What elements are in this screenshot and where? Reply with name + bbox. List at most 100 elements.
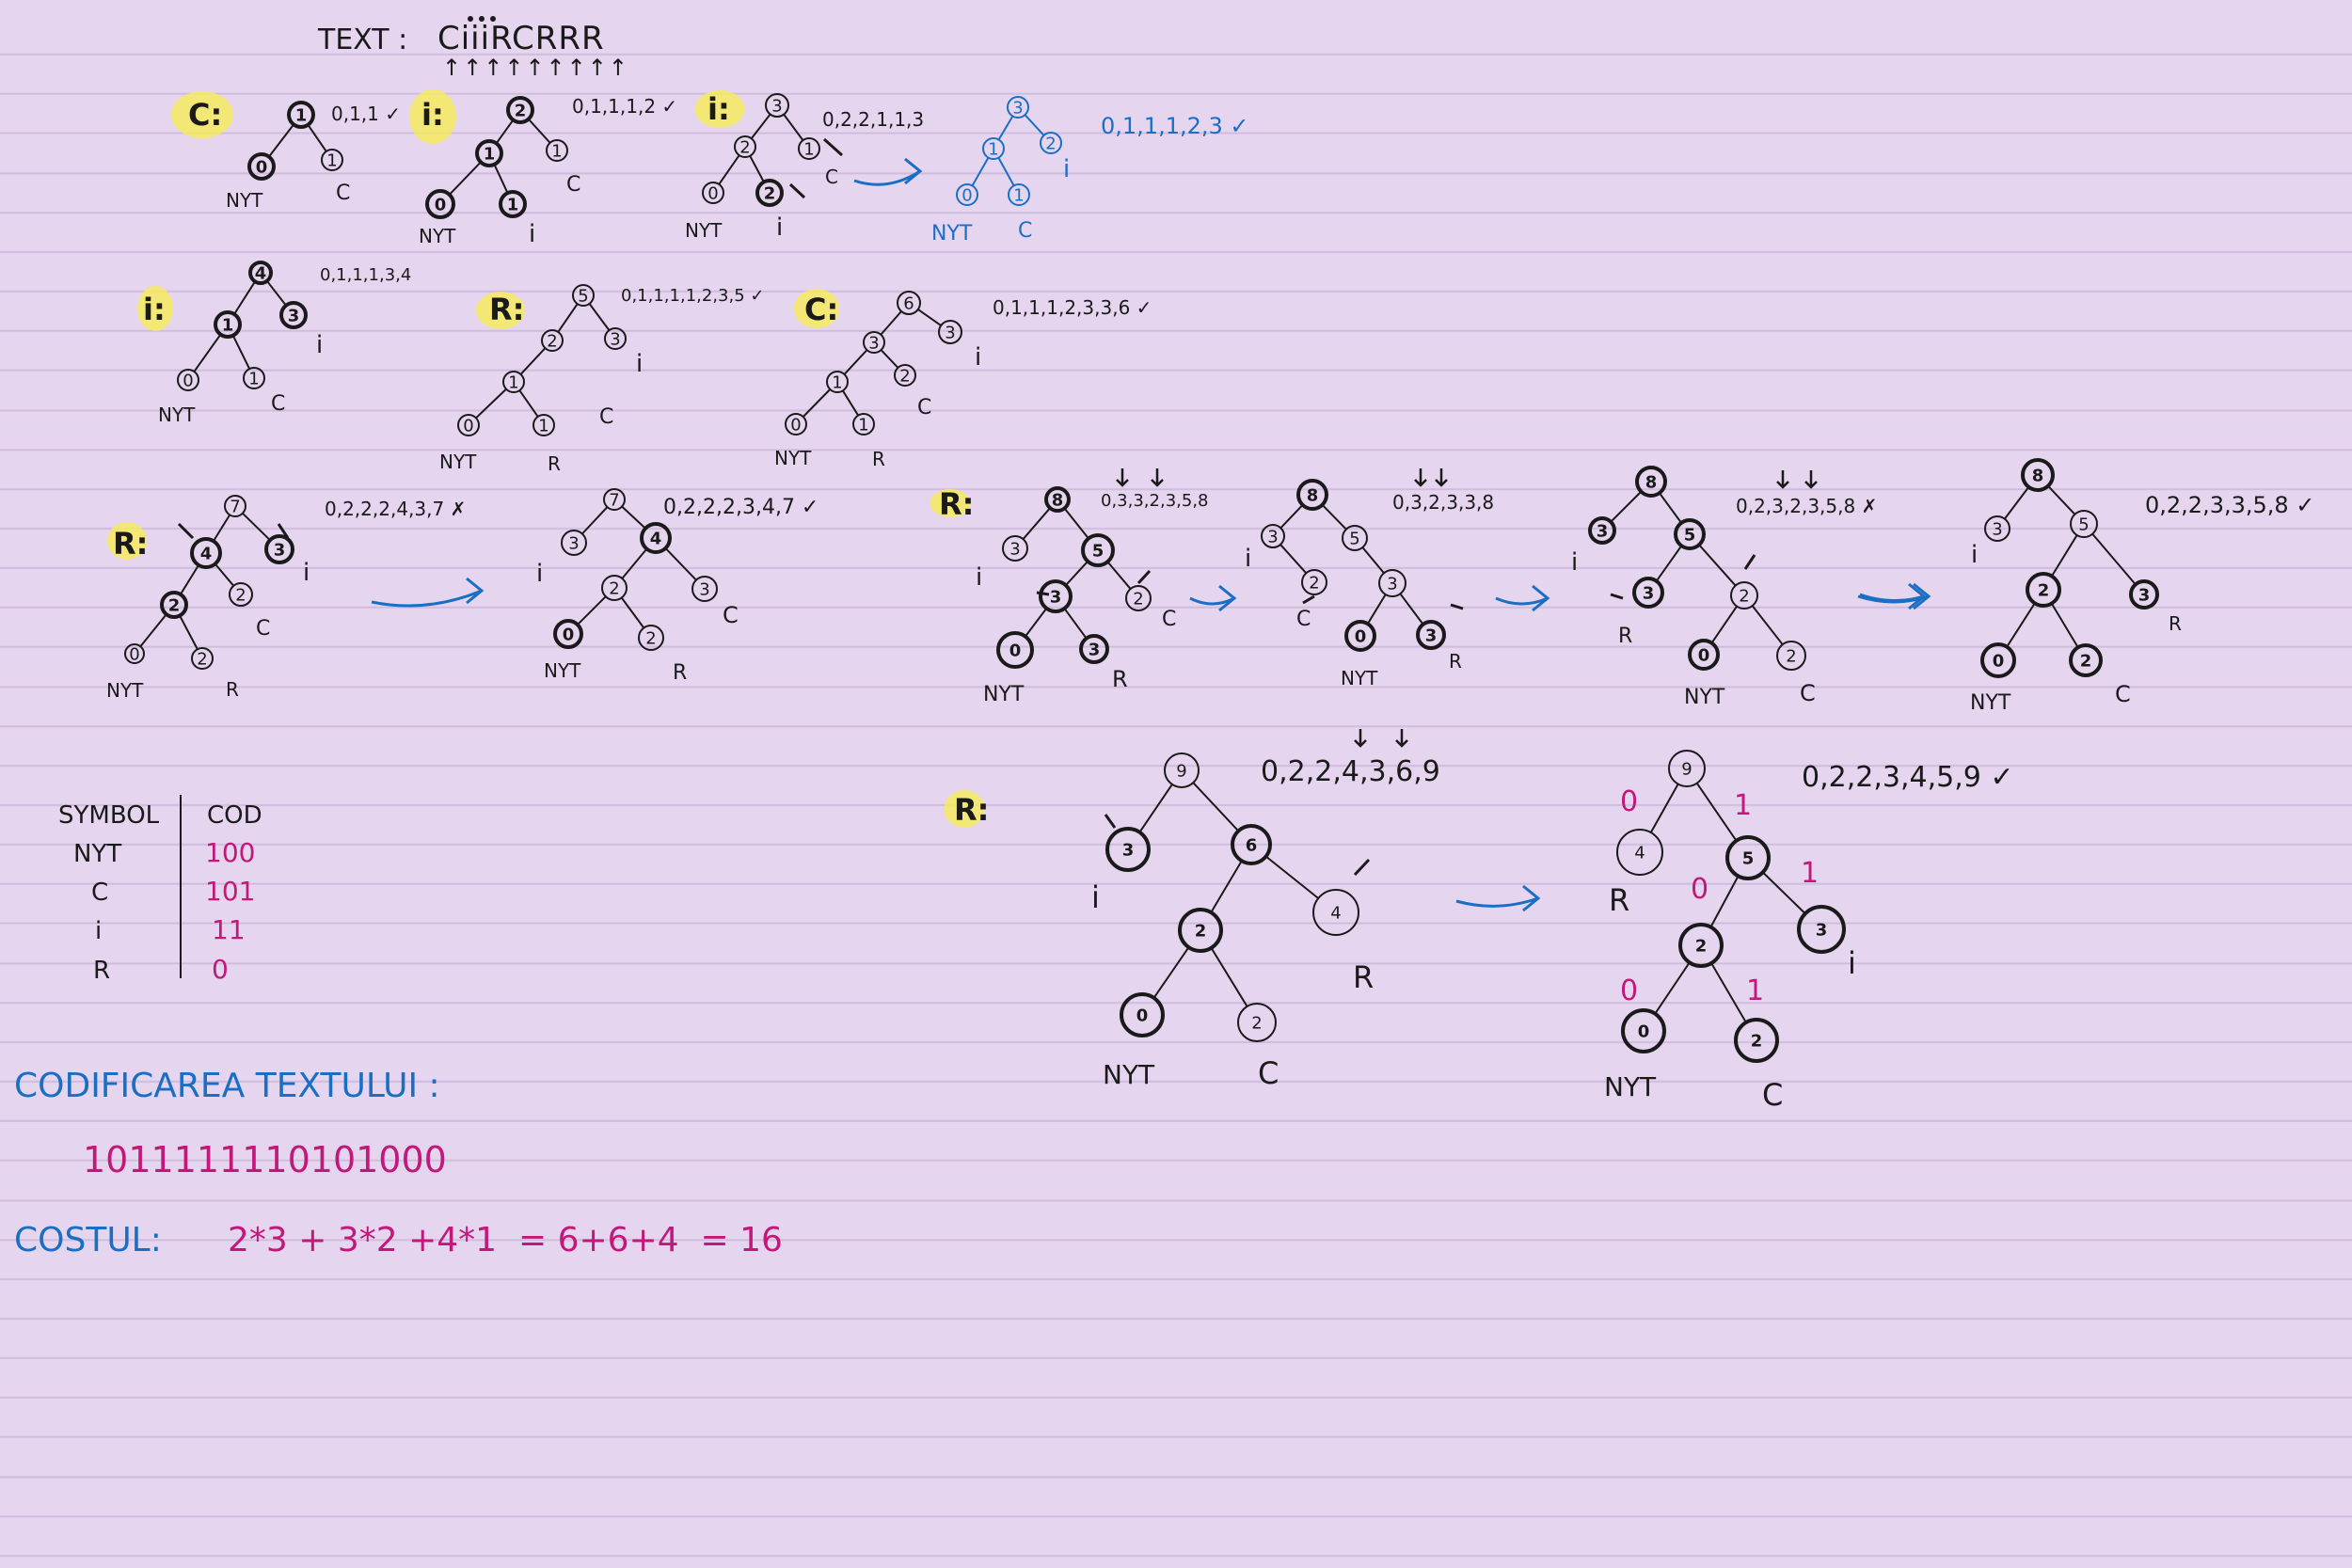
- tree-node: [1725, 835, 1771, 880]
- tree-edge: [179, 564, 199, 595]
- marker-arrow: [1450, 603, 1464, 610]
- leaf-label: NYT: [226, 189, 263, 212]
- leaf-label: C: [1800, 680, 1816, 706]
- down-arrow: [1804, 470, 1818, 489]
- node-weight: 3: [1267, 528, 1278, 547]
- symbol-highlight: [409, 89, 456, 144]
- transition-arrow: [1455, 896, 1539, 908]
- encoding-bits: 1011111110101000: [83, 1139, 447, 1180]
- marker-arrow: [1610, 593, 1624, 600]
- tree-node: [638, 625, 664, 651]
- node-weight: 0: [435, 196, 447, 215]
- step-weights: 0,2,3,2,3,5,8 ✗: [1736, 495, 1877, 517]
- node-weight: 1: [222, 316, 234, 336]
- tree-node: [1105, 827, 1151, 872]
- leaf-label: R: [872, 448, 885, 470]
- tree-edge: [1361, 546, 1385, 574]
- node-weight: 2: [547, 332, 557, 352]
- leaf-label: C: [1162, 608, 1176, 631]
- node-weight: 3: [610, 330, 620, 350]
- step-weights: 0,1,1,1,3,4: [320, 265, 411, 285]
- leaf-label: R: [673, 661, 687, 685]
- marker-arrow: [177, 522, 195, 540]
- node-weight: 0: [183, 372, 193, 391]
- leaf-label: NYT: [439, 451, 477, 473]
- tree-edge: [1610, 490, 1643, 523]
- step-weights: 0,1,1,1,2,3 ✓: [1101, 113, 1249, 139]
- node-weight: 1: [1013, 186, 1024, 206]
- node-weight: 3: [1122, 841, 1135, 861]
- node-weight: 2: [235, 586, 246, 606]
- node-weight: 8: [1645, 473, 1658, 493]
- tree-node: [604, 327, 627, 350]
- tree-edge: [802, 388, 832, 418]
- node-weight: 3: [699, 580, 709, 600]
- tree-edge: [527, 118, 551, 144]
- table-symbol: C: [91, 879, 108, 907]
- node-weight: 1: [551, 142, 562, 162]
- step-weights: 0,2,2,1,1,3: [822, 108, 924, 131]
- tree-node: [894, 364, 916, 387]
- tree-node: [190, 537, 222, 569]
- tree-node: [1776, 641, 1806, 671]
- node-weight: 0: [256, 158, 268, 178]
- step-symbol: R:: [954, 792, 989, 828]
- tree-edge: [971, 157, 990, 186]
- tree-node: [499, 190, 527, 218]
- tree-node: [2069, 643, 2103, 677]
- tree-edge: [1063, 507, 1089, 540]
- tree-edge: [518, 389, 539, 418]
- tree-edge: [997, 157, 1015, 186]
- table-header-symbol: SYMBOL: [58, 801, 160, 830]
- node-weight: 0: [1136, 1006, 1149, 1026]
- leaf-label: i: [975, 343, 981, 372]
- node-weight: 9: [1176, 762, 1186, 782]
- leaf-label: NYT: [1684, 686, 1725, 709]
- node-weight: 1: [508, 373, 518, 393]
- node-weight: 7: [609, 491, 619, 511]
- tree-edge: [749, 155, 765, 182]
- tree-node: [1039, 579, 1073, 613]
- leaf-label: C: [271, 392, 285, 416]
- tree-node: [691, 576, 718, 602]
- tree-edge: [213, 514, 231, 542]
- node-weight: 2: [515, 102, 527, 121]
- tree-node: [765, 93, 789, 118]
- marker-dot: [479, 16, 485, 22]
- table-symbol: i: [95, 917, 102, 945]
- marker-arrow: [788, 182, 806, 199]
- tree-edges: [139, 113, 2137, 1023]
- node-weight: 1: [248, 370, 259, 389]
- node-weight: 2: [764, 184, 776, 204]
- node-weight: 8: [2032, 467, 2044, 486]
- symbol-highlight: [944, 790, 985, 828]
- tree-node: [734, 135, 756, 158]
- edge-bit-label: 0: [1691, 873, 1708, 906]
- tree-edge: [1710, 605, 1738, 644]
- step-weights: 0,1,1,1,1,2,3,5 ✓: [621, 286, 764, 306]
- marker-arrow: [1104, 814, 1117, 829]
- leaf-label: C: [566, 173, 580, 197]
- tree-edge: [621, 547, 648, 579]
- transition-arrow: [1495, 596, 1549, 606]
- step-weights: 0,1,1,1,2,3,3,6 ✓: [993, 296, 1152, 319]
- tree-node: [996, 631, 1034, 669]
- step-weights: 0,2,2,3,4,5,9 ✓: [1802, 761, 2014, 794]
- tree-edge: [1751, 605, 1784, 645]
- leaf-label: i: [1063, 155, 1070, 183]
- leaf-label: C: [825, 166, 838, 188]
- tree-node: [1342, 525, 1368, 551]
- node-weight: 2: [1195, 922, 1207, 942]
- tree-edge: [841, 389, 860, 417]
- tree-node: [1678, 923, 1724, 968]
- table-symbol: NYT: [73, 840, 121, 868]
- leaf-label: NYT: [685, 219, 723, 242]
- node-weight: 0: [1638, 1022, 1650, 1042]
- tree-edge: [997, 115, 1014, 141]
- node-weight: 2: [645, 629, 656, 649]
- tree-edge: [1152, 946, 1190, 999]
- node-weight: 1: [858, 416, 868, 436]
- arrow-head: [1218, 584, 1237, 612]
